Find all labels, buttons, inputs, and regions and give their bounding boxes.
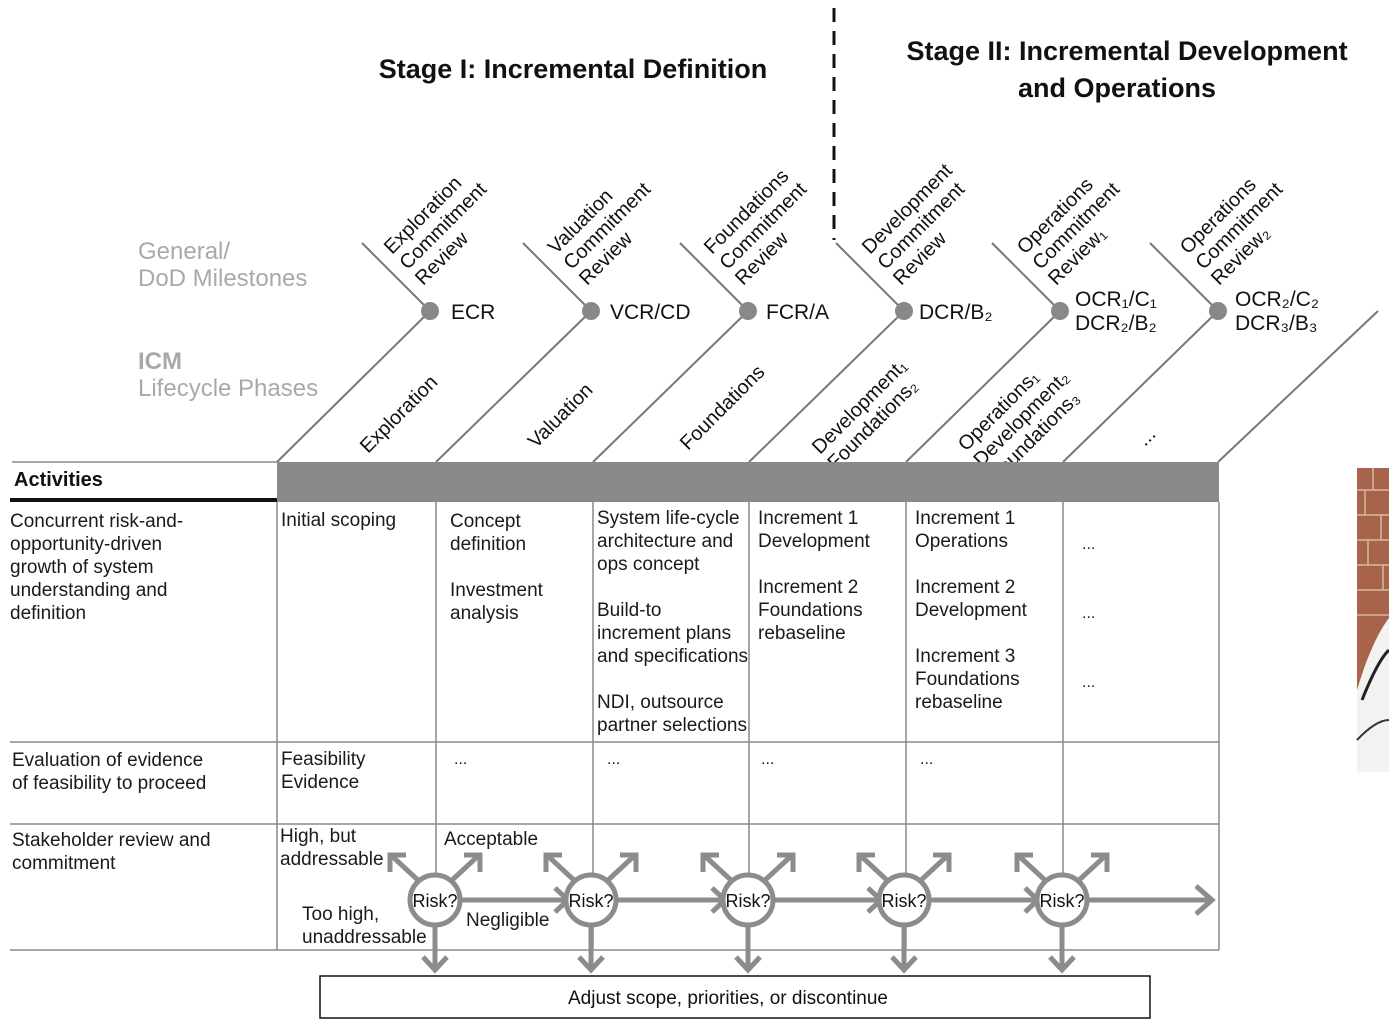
stage2-title-line1: Stage II: Incremental Development	[906, 36, 1347, 66]
review-label-development: Development Commitment Review	[858, 159, 970, 289]
milestone-fcr: FCR/A	[766, 301, 829, 324]
cell-evidence-2: ...	[454, 751, 468, 768]
label-negligible: Negligible	[466, 910, 550, 931]
milestone-dot-ocr1	[1051, 302, 1069, 320]
risk-node-1-arrows	[387, 852, 483, 974]
phase-label-valuation: Valuation	[524, 379, 597, 452]
risk-node-5-arrows	[1014, 852, 1110, 974]
row-label-evaluation: Evaluation of evidence of feasibility to…	[12, 750, 207, 794]
milestone-dcr: DCR/B₂	[919, 301, 993, 324]
lifecycle-label: Lifecycle Phases	[138, 375, 318, 402]
milestone-vcr: VCR/CD	[610, 301, 691, 324]
adjust-box-label: Adjust scope, priorities, or discontinue	[568, 988, 888, 1009]
risk-node-1-label: Risk?	[412, 891, 457, 911]
stage1-title: Stage I: Incremental Definition	[379, 54, 768, 84]
label-acceptable: Acceptable	[444, 829, 539, 850]
phase-label-more: ...	[1133, 423, 1160, 450]
brick-photo	[1356, 468, 1389, 772]
review-label-foundations: Foundations Commitment Review	[700, 165, 812, 290]
cell-initial-scoping: Initial scoping	[281, 510, 397, 531]
label-too-high: Too high, unaddressable	[302, 904, 427, 948]
milestone-ocr2-line2: DCR₃/B₃	[1235, 312, 1317, 335]
risk-node-5-label: Risk?	[1039, 891, 1084, 911]
milestones-label-line1: General/	[138, 238, 230, 265]
cell-valuation-activities: Concept definition Investment analysis	[450, 511, 543, 624]
milestones-label-line2: DoD Milestones	[138, 265, 307, 292]
milestone-dot-vcr	[582, 302, 600, 320]
review-label-exploration: Exploration Commitment Review	[380, 172, 492, 289]
milestone-ocr1-line2: DCR₂/B₂	[1075, 312, 1157, 335]
milestone-dot-dcr	[895, 302, 913, 320]
risk-node-5	[1034, 872, 1090, 928]
svg-text:Valuation: Valuation	[524, 379, 597, 452]
phase-label-foundations: Foundations	[676, 361, 769, 454]
label-high-addressable: High, but addressable	[280, 826, 384, 870]
risk-node-2-arrows	[543, 852, 639, 974]
risk-node-4-label: Risk?	[881, 891, 926, 911]
review-label-operations2: Operations Commitment Review₂	[1176, 174, 1288, 290]
phase-boundary-lines	[276, 242, 1379, 463]
stage2-title-line2: and Operations	[1018, 73, 1216, 103]
svg-text:...: ...	[1133, 423, 1160, 450]
milestone-ocr1-line1: OCR₁/C₁	[1075, 288, 1157, 311]
risk-node-2-label: Risk?	[568, 891, 613, 911]
row-label-risk-growth: Concurrent risk-and- opportunity-driven …	[10, 511, 184, 624]
risk-node-4	[876, 872, 932, 928]
milestone-dot-ocr2	[1209, 302, 1227, 320]
row-label-stakeholder: Stakeholder review and commitment	[12, 830, 211, 874]
activities-header-band	[277, 462, 1219, 502]
review-label-operations1: Operations Commitment Review₁	[1013, 174, 1125, 290]
activities-header: Activities	[14, 469, 103, 491]
cell-feasibility-evidence: Feasibility Evidence	[281, 749, 366, 793]
milestone-dots	[421, 302, 1227, 320]
cell-operations-activities: Increment 1 Operations Increment 2 Devel…	[915, 508, 1027, 713]
risk-node-3-arrows	[700, 852, 796, 974]
risk-node-1	[407, 872, 463, 928]
risk-node-2	[563, 872, 619, 928]
phase-label-exploration: Exploration	[356, 371, 442, 457]
milestone-dot-fcr	[739, 302, 757, 320]
icm-label: ICM	[138, 348, 182, 375]
cell-evidence-3: ...	[607, 751, 621, 768]
review-label-valuation: Valuation Commitment Review	[544, 178, 656, 290]
milestone-ecr: ECR	[451, 301, 495, 324]
milestone-ocr2-line1: OCR₂/C₂	[1235, 288, 1319, 311]
cell-more-activities: ... ... ...	[1082, 536, 1096, 691]
svg-text:Foundations: Foundations	[676, 361, 769, 454]
risk-node-3	[720, 872, 776, 928]
risk-node-4-arrows	[856, 852, 952, 974]
cell-evidence-4: ...	[761, 751, 775, 768]
cell-foundations-activities: System life-cycle architecture and ops c…	[597, 508, 749, 736]
cell-development-activities: Increment 1 Development Increment 2 Foun…	[758, 508, 870, 644]
cell-evidence-5: ...	[920, 751, 934, 768]
milestone-dot-ecr	[421, 302, 439, 320]
phase-label-development1: Development₁ Foundations₂	[808, 355, 922, 474]
svg-text:Exploration: Exploration	[356, 371, 442, 457]
risk-node-3-label: Risk?	[725, 891, 770, 911]
adjust-box	[319, 975, 1151, 1019]
